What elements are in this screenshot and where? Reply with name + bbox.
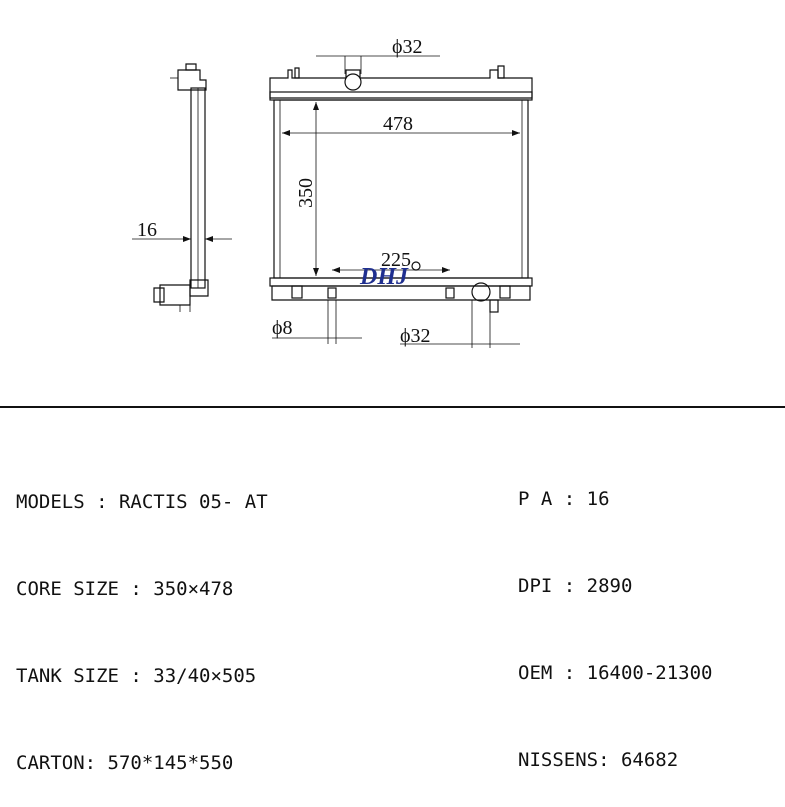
spec-label: CARTON: — [16, 752, 108, 774]
outlet-diameter-dim: ϕ32 — [400, 325, 431, 347]
specs-right: P A : 16 DPI : 2890 OEM : 16400-21300 NI… — [518, 427, 712, 804]
spec-label: DPI : — [518, 575, 587, 597]
spec-value: 350×478 — [153, 578, 234, 600]
spec-label: NISSENS: — [518, 749, 621, 771]
spec-label: CORE SIZE : — [16, 578, 154, 600]
spec-label: MODELS : — [16, 491, 119, 513]
spec-value: 33/40×505 — [153, 665, 257, 687]
spec-row-dpi: DPI : 2890 — [518, 572, 712, 601]
mount-spacing-dim: 225 — [381, 249, 411, 271]
spec-row-tank-size: TANK SIZE : 33/40×505 — [16, 662, 268, 691]
spec-label: TANK SIZE : — [16, 665, 154, 687]
core-width-dim: 478 — [383, 113, 413, 135]
spec-value: RACTIS 05- AT — [118, 491, 268, 513]
spec-value: 64682 — [620, 749, 679, 771]
radiator-drawing: 16 ϕ32 478 350 — [132, 36, 533, 348]
spec-row-carton: CARTON: 570*145*550 — [16, 749, 268, 778]
spec-row-models: MODELS : RACTIS 05- AT — [16, 488, 268, 517]
spec-value: 570*145*550 — [107, 752, 234, 774]
spec-row-oem: OEM : 16400-21300 — [518, 659, 712, 688]
spec-row-nissens: NISSENS: 64682 — [518, 746, 712, 775]
spec-row-core-size: CORE SIZE : 350×478 — [16, 575, 268, 604]
spec-row-pa: P A : 16 — [518, 485, 712, 514]
spec-label: OEM : — [518, 662, 587, 684]
watermark-logo: DHJ — [359, 264, 409, 290]
side-view: 16 — [132, 63, 232, 312]
spec-value: 2890 — [586, 575, 633, 597]
spec-label: P A : — [518, 488, 587, 510]
specs-left: MODELS : RACTIS 05- AT CORE SIZE : 350×4… — [16, 430, 268, 807]
drain-diameter-dim: ϕ8 — [272, 317, 293, 339]
core-thickness-dim: 16 — [137, 219, 157, 241]
inlet-diameter-dim: ϕ32 — [392, 36, 423, 58]
core-height-dim: 350 — [295, 178, 317, 208]
spec-value: 16 — [586, 488, 610, 510]
front-view: ϕ32 478 350 225 ϕ8 ϕ32 — [269, 36, 533, 348]
section-divider — [0, 406, 785, 408]
spec-value: 16400-21300 — [586, 662, 713, 684]
